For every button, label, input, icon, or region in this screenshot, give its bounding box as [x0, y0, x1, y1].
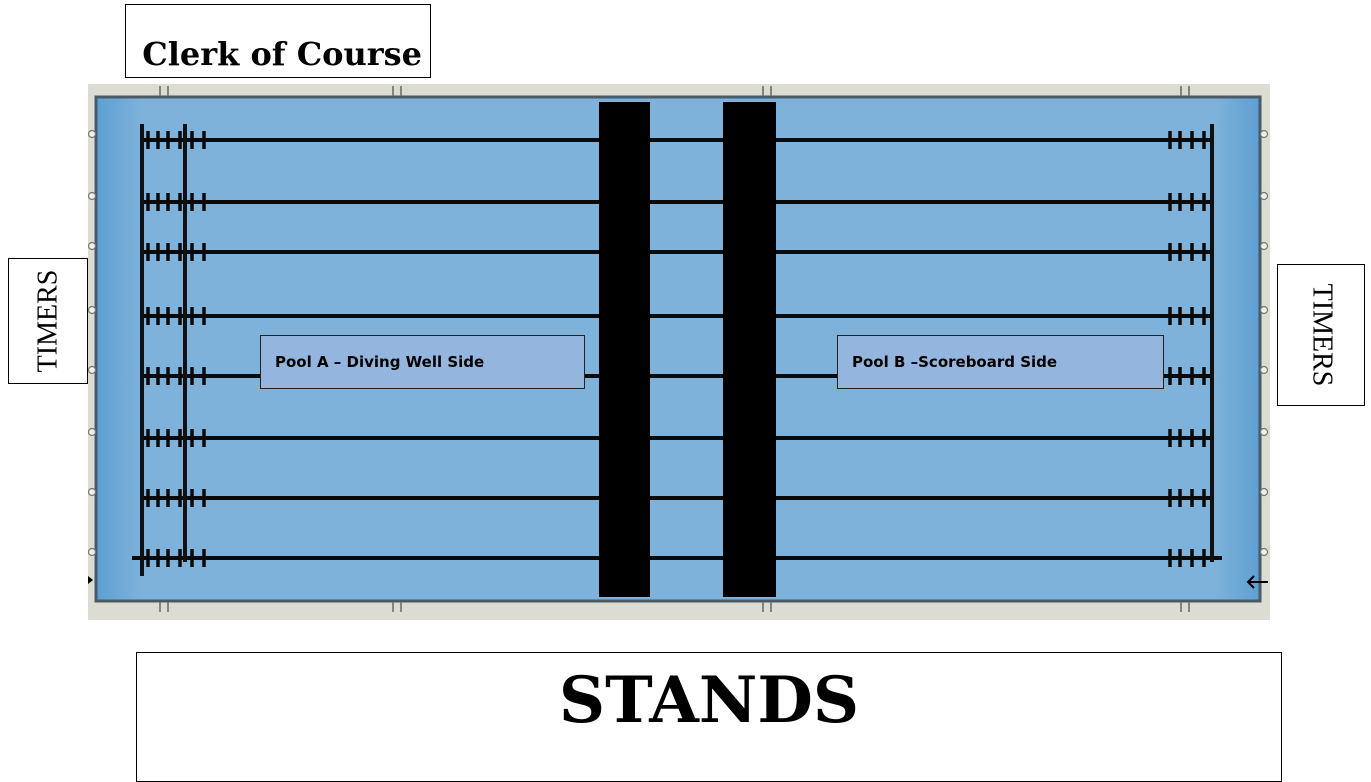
deck-markers	[159, 86, 1190, 612]
lane-line	[142, 307, 1212, 325]
bulkhead-left	[599, 102, 650, 597]
starting-block	[88, 191, 97, 201]
stands-label: STANDS	[136, 652, 1282, 782]
starting-block	[88, 365, 97, 375]
starting-block	[88, 241, 97, 251]
starting-block	[1259, 191, 1269, 201]
bulkhead-right	[723, 102, 776, 597]
pool-b-label: Pool B –Scoreboard Side	[837, 335, 1164, 389]
timers-right-text: TIMERS	[1306, 283, 1337, 387]
timers-left-label: TIMERS	[8, 258, 88, 384]
lane-line	[142, 489, 1212, 507]
lane-line	[142, 243, 1212, 261]
lane-line	[132, 549, 1222, 567]
starting-block	[1259, 305, 1269, 315]
starting-block	[1259, 427, 1269, 437]
starting-block	[88, 129, 97, 139]
starting-block	[1259, 365, 1269, 375]
lane-line	[142, 193, 1212, 211]
pool-a-text: Pool A – Diving Well Side	[275, 353, 485, 371]
stands-text: STANDS	[558, 663, 860, 738]
clerk-of-course-text: Clerk of Course	[142, 35, 422, 73]
flag-posts	[140, 124, 1214, 576]
starting-block	[88, 487, 97, 497]
starting-block	[1259, 487, 1269, 497]
arrow-right-icon	[1246, 575, 1268, 589]
timers-left-text: TIMERS	[32, 269, 63, 373]
pool-b-text: Pool B –Scoreboard Side	[852, 353, 1058, 371]
starting-block	[88, 427, 97, 437]
starting-blocks	[88, 129, 1269, 557]
arrow-left-icon	[88, 576, 93, 584]
lane-line	[142, 131, 1212, 149]
starting-block	[1259, 547, 1269, 557]
starting-block	[88, 305, 97, 315]
lane-line	[142, 429, 1212, 447]
starting-block	[1259, 129, 1269, 139]
starting-block	[1259, 241, 1269, 251]
starting-block	[88, 547, 97, 557]
timers-right-label: TIMERS	[1277, 264, 1365, 406]
clerk-of-course-label: Clerk of Course	[125, 4, 431, 78]
pool-a-label: Pool A – Diving Well Side	[260, 335, 585, 389]
